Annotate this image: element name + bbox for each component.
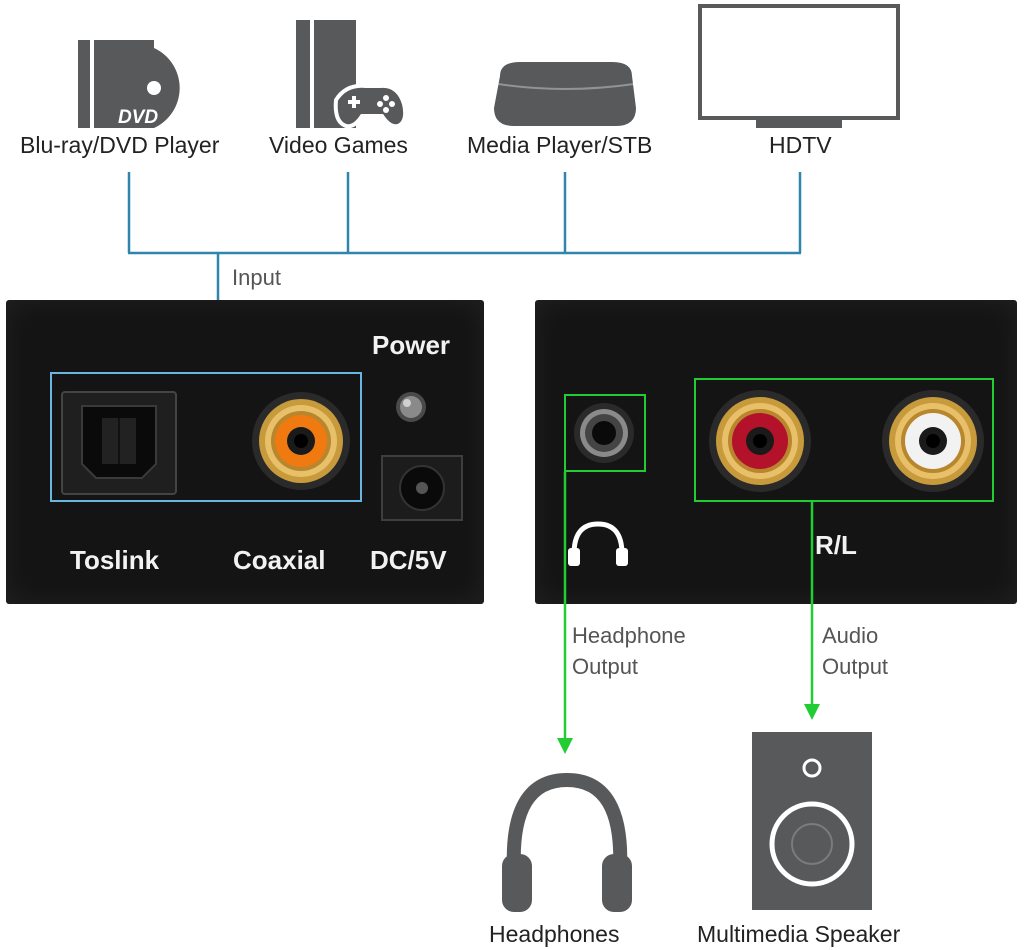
rca-left-white-port[interactable] <box>880 388 986 494</box>
headphone-jack-highlight-box <box>564 394 646 472</box>
dc-5v-label: DC/5V <box>370 545 447 575</box>
source-label-media-player: Media Player/STB <box>467 132 653 158</box>
headphone-output-label: Headphone Output <box>572 620 686 682</box>
hdtv-icon <box>698 4 900 128</box>
toslink-label: Toslink <box>70 545 160 575</box>
rca-right-red-port[interactable] <box>707 388 813 494</box>
dc-power-jack[interactable] <box>381 455 463 521</box>
coaxial-label: Coaxial <box>233 545 326 575</box>
headphone-glyph-icon <box>568 521 628 566</box>
source-label-hdtv: HDTV <box>769 132 832 158</box>
source-label-video-games: Video Games <box>269 132 408 158</box>
headphones-icon <box>502 772 632 912</box>
multimedia-speaker-label: Multimedia Speaker <box>697 921 901 947</box>
speaker-icon <box>752 732 872 910</box>
audio-output-arrowhead <box>804 704 820 720</box>
power-label: Power <box>372 330 451 360</box>
audio-output-label-line2: Output <box>822 654 889 679</box>
audio-output-label: Audio Output <box>822 620 888 682</box>
headphone-output-label-line2: Output <box>572 654 639 679</box>
headphone-jack-port[interactable] <box>572 401 636 465</box>
rl-label: R/L <box>815 530 857 560</box>
audio-output-label-line1: Audio <box>822 623 879 648</box>
headphone-output-label-line1: Headphone <box>572 623 686 648</box>
headphones-label: Headphones <box>489 921 620 947</box>
input-label: Input <box>232 265 281 290</box>
rca-output-highlight-box <box>694 378 994 502</box>
source-label-bluray: Blu-ray/DVD Player <box>20 132 220 158</box>
dvd-disc-text: DVD <box>118 107 158 128</box>
power-led <box>396 392 426 422</box>
toslink-port[interactable] <box>61 391 177 495</box>
game-console-icon <box>296 20 408 129</box>
bluray-dvd-player-icon: DVD <box>78 40 180 128</box>
media-player-box-icon <box>494 62 636 126</box>
headphone-output-arrowhead <box>557 738 573 754</box>
input-highlight-box <box>50 372 362 502</box>
coaxial-port[interactable] <box>250 390 352 492</box>
